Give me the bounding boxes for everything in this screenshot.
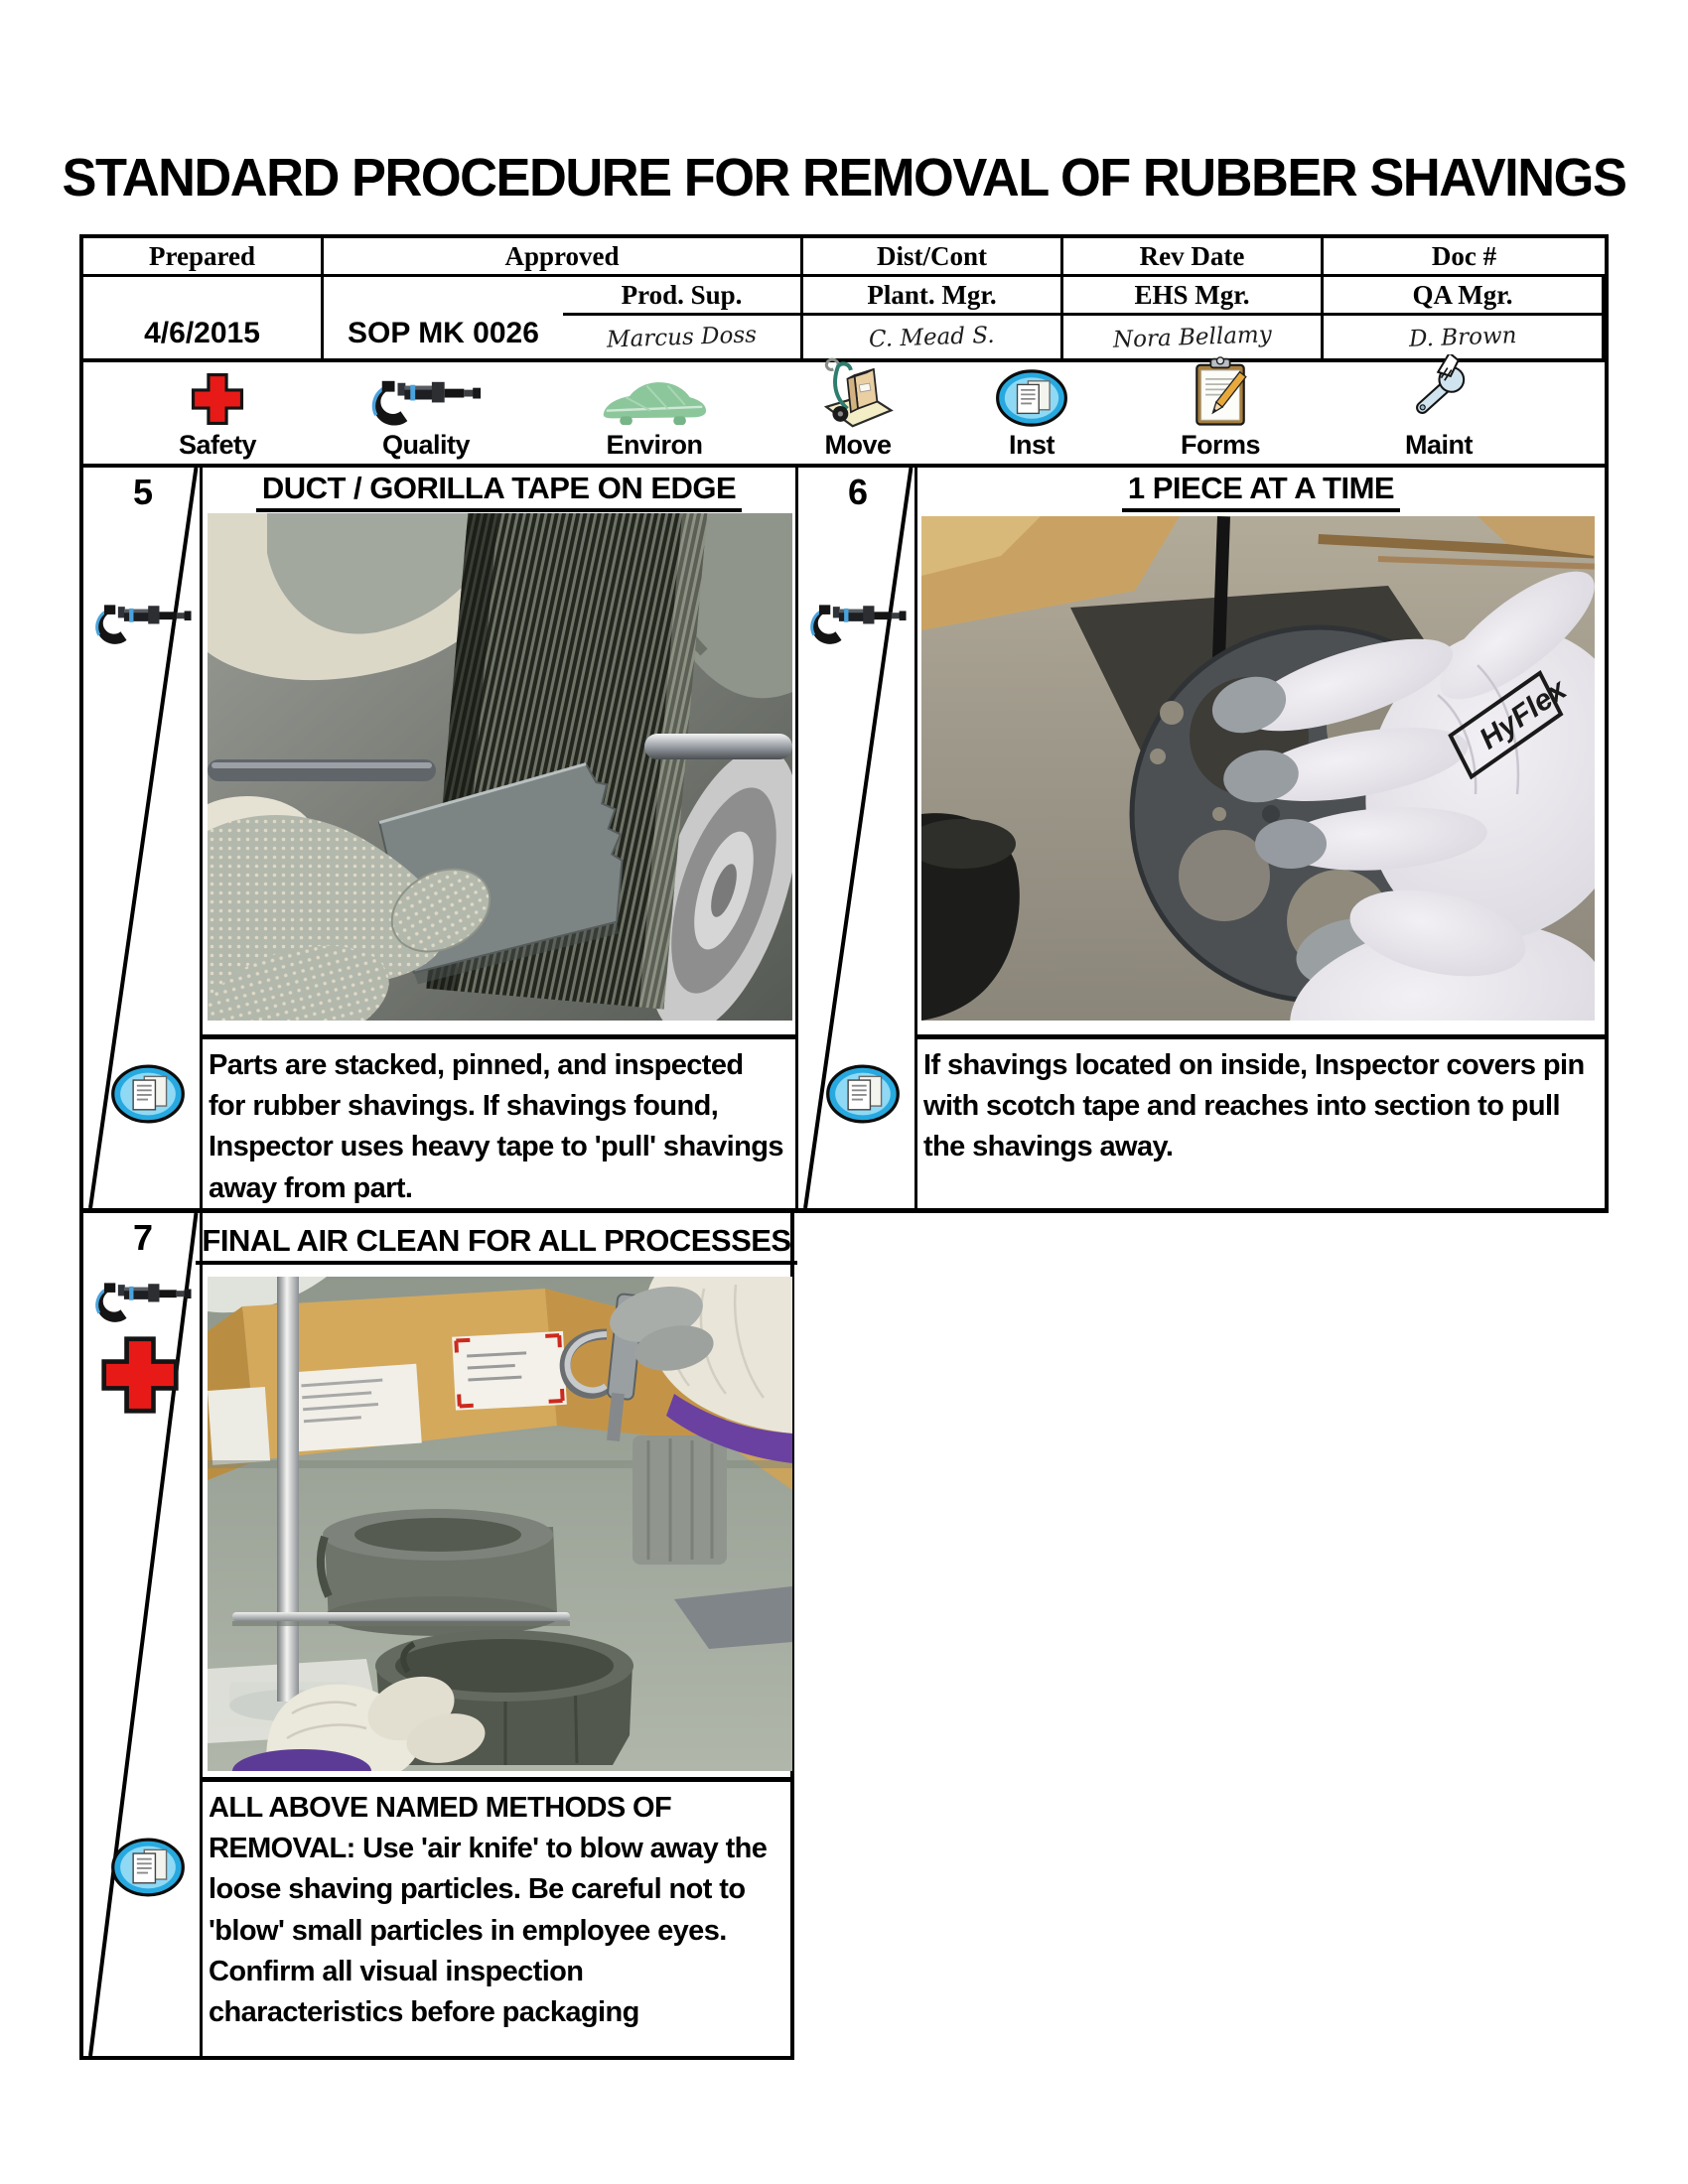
step-7-cell: 7 FINAL AIR CLEAN FOR ALL PROCESSES [83,1213,797,2056]
page-title: STANDARD PROCEDURE FOR REMOVAL OF RUBBER… [62,148,1627,207]
step-5-margin-column: 5 [83,468,203,1208]
signature-text: Nora Bellamy [1112,321,1272,353]
diagonal-line [83,468,200,1208]
legend-item-maint: Maint [1364,366,1513,460]
micrometer-icon [91,1273,195,1329]
signature-text: D. Brown [1408,322,1517,352]
clipboard-pencil-icon [1146,366,1295,428]
legend-label-quality: Quality [381,430,471,460]
step-number: 6 [847,472,869,512]
diagonal-line [83,1213,200,2056]
step-5-description: Parts are stacked, pinned, and inspected… [203,1034,795,1208]
legend-label-forms: Forms [1180,430,1261,460]
legend-label-safety: Safety [178,430,257,460]
legend-item-forms: Forms [1146,366,1295,460]
micrometer-icon [352,366,500,428]
instruction-doc-icon [824,1063,902,1130]
category-legend-row: Safety Quality Environ Move Inst Forms M… [79,362,1609,464]
signature-prod-sup: Marcus Doss [563,316,803,358]
signature-text: Marcus Doss [606,321,758,353]
legend-item-quality: Quality [352,366,500,460]
step-5-cell: 5 DUCT / GORILLA TAPE ON EDGE [83,468,798,1208]
legend-item-safety: Safety [143,366,292,460]
step-6-description: If shavings located on inside, Inspector… [917,1034,1605,1208]
micrometer-icon [806,595,910,651]
role-qa-mgr: QA Mgr. [1324,277,1605,316]
step-5-photo [208,513,792,1021]
signature-qa-mgr: D. Brown [1324,316,1605,358]
legend-label-inst: Inst [1008,430,1055,460]
legend-item-inst: Inst [957,366,1106,460]
step-7-photo [208,1277,792,1771]
green-leaf-car-icon [580,366,729,428]
role-plant-mgr: Plant. Mgr. [803,277,1063,316]
steps-row-1: 5 DUCT / GORILLA TAPE ON EDGE [79,464,1609,1213]
header-approved: Approved [324,238,803,277]
instruction-doc-icon [109,1837,187,1903]
header-prepared: Prepared [83,238,324,277]
hand-truck-icon [783,366,932,428]
step-title: FINAL AIR CLEAN FOR ALL PROCESSES [196,1223,797,1265]
legend-label-move: Move [824,430,892,460]
signature-ehs-mgr: Nora Bellamy [1063,316,1324,358]
step-7-description: ALL ABOVE NAMED METHODS OF REMOVAL: Use … [203,1777,790,2056]
instruction-doc-icon [109,1063,187,1130]
steps-row-2: 7 FINAL AIR CLEAN FOR ALL PROCESSES [79,1213,797,2060]
role-ehs-mgr: EHS Mgr. [1063,277,1324,316]
header-doc-num: Doc # [1324,238,1605,277]
legend-item-environ: Environ [580,366,729,460]
header-rev-date: Rev Date [1063,238,1324,277]
step-7-margin-column: 7 [83,1213,203,2056]
doc-num-value: SOP MK 0026 [348,317,539,349]
step-number: 5 [132,472,154,512]
legend-label-environ: Environ [606,430,703,460]
approval-table: Prepared Approved Dist/Cont Rev Date Doc… [79,234,1609,362]
step-6-cell: 6 1 PIECE AT A TIME [798,468,1605,1208]
red-cross-icon [97,1332,183,1423]
legend-label-maint: Maint [1405,430,1474,460]
step-title: DUCT / GORILLA TAPE ON EDGE [255,471,743,512]
instruction-doc-icon [957,366,1106,428]
step-title: 1 PIECE AT A TIME [1121,471,1401,512]
step-number: 7 [132,1217,154,1258]
red-cross-icon [143,366,292,428]
micrometer-icon [91,595,195,651]
header-dist-cont: Dist/Cont [803,238,1063,277]
signature-text: C. Mead S. [868,322,996,352]
rev-date-value: 4/6/2015 [83,277,324,358]
legend-item-move: Move [783,366,932,460]
step-6-margin-column: 6 [798,468,917,1208]
role-prod-sup: Prod. Sup. [563,277,803,316]
step-6-photo: HyFlex [921,516,1595,1021]
diagonal-line [798,468,914,1208]
wrench-icon [1364,366,1513,428]
signature-plant-mgr: C. Mead S. [803,316,1063,358]
